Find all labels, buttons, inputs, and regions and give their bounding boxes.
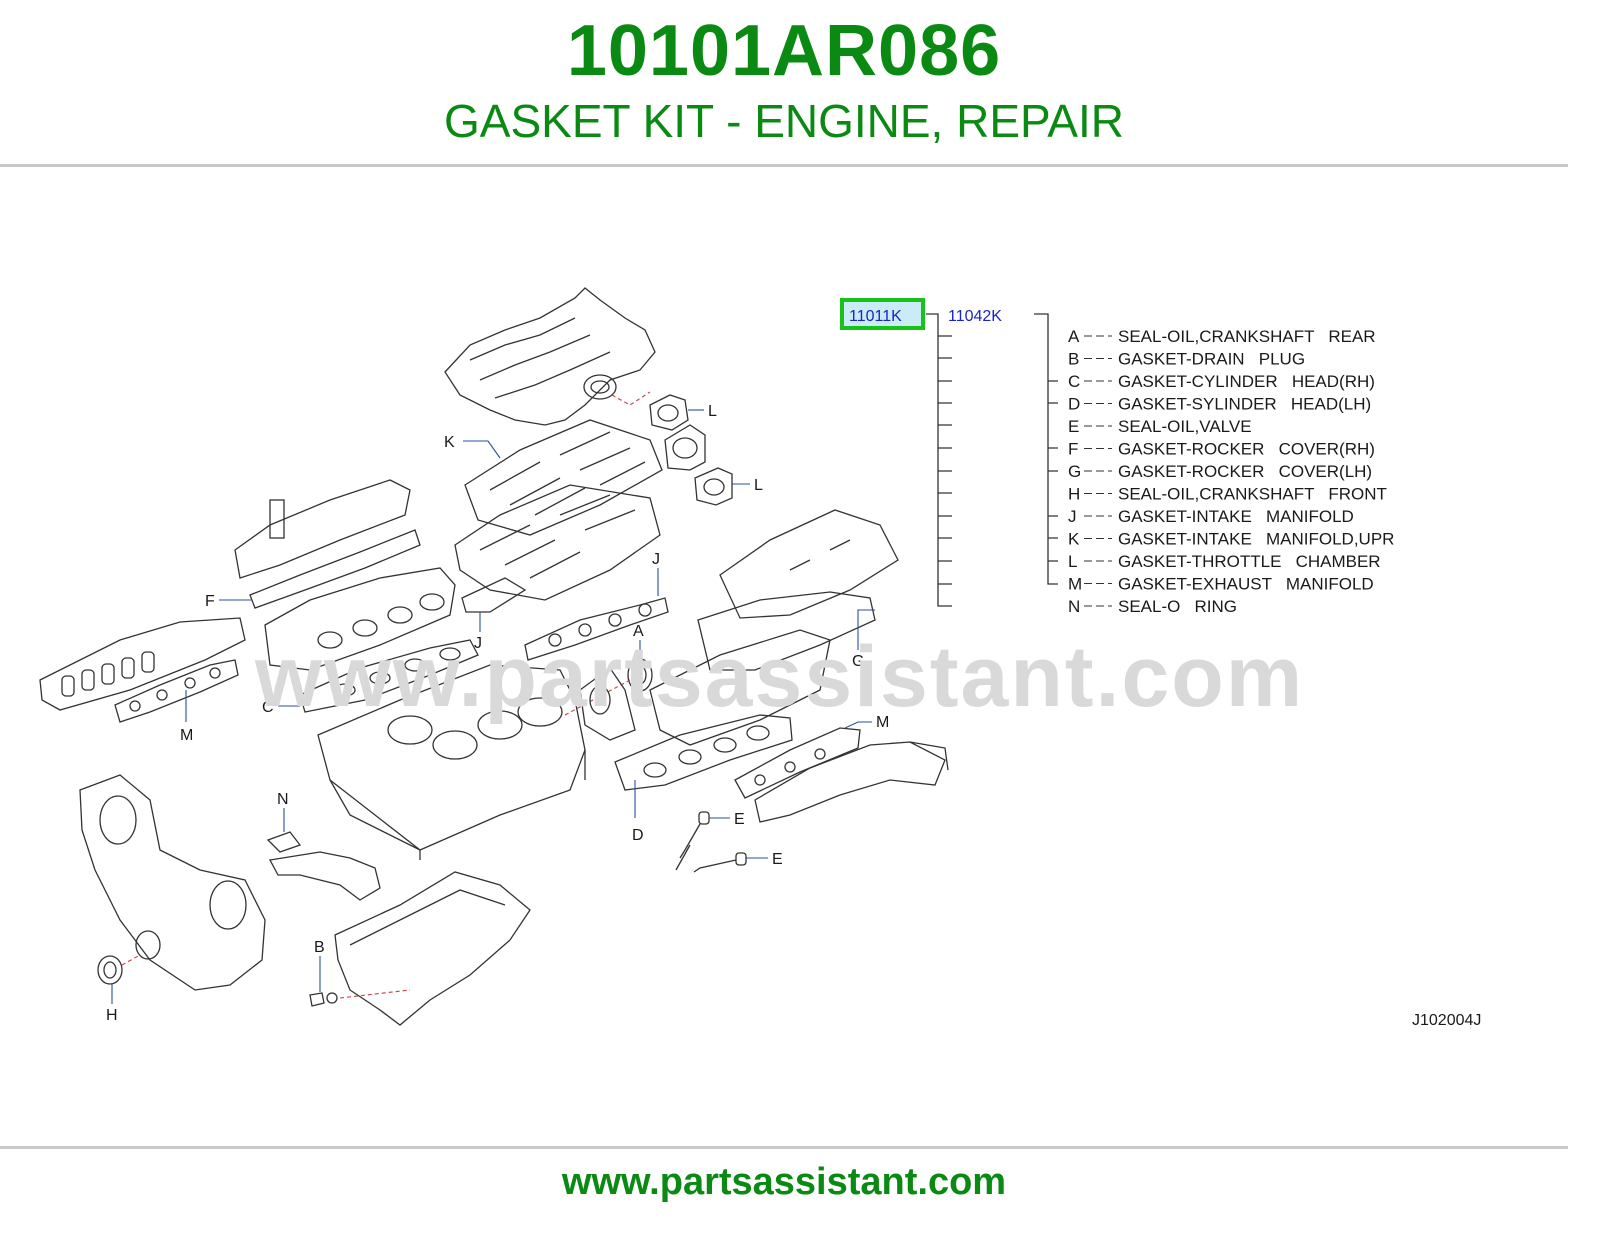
callout-m-right: M [876, 714, 889, 731]
front-crankshaft-seal [97, 955, 123, 1004]
legend-description: GASKET-DRAIN PLUG [1118, 350, 1305, 369]
legend-letter: M [1068, 575, 1082, 594]
legend-description: SEAL-OIL,CRANKSHAFT FRONT [1118, 485, 1387, 504]
drain-plug [309, 956, 338, 1007]
callout-h: H [106, 1007, 118, 1024]
intake-gasket-j-left [461, 577, 527, 632]
intake-manifold-lower [454, 484, 661, 601]
tree-branches-left [938, 335, 952, 585]
legend-letter: C [1068, 372, 1080, 391]
intake-gasket-j-right [524, 568, 669, 661]
exploded-view-drawing: 11011K 11042K A SEAL-OIL,CRANKSHAFT REAR B… [39, 287, 1481, 1029]
tree-trunk-right [1034, 313, 1058, 585]
front-seal-dash [121, 954, 141, 966]
oil-strainer [268, 851, 381, 901]
legend-description: SEAL-OIL,CRANKSHAFT REAR [1118, 327, 1376, 346]
cylinder-head-gasket-rh [278, 639, 479, 713]
ref-11042k-link[interactable]: 11042K [948, 308, 1002, 325]
valve-seal-upper [675, 811, 730, 871]
valve-seal-lower [693, 852, 768, 873]
throttle-dash [611, 391, 651, 406]
o-ring-gasket [266, 808, 302, 853]
oil-pan [334, 871, 531, 1026]
footer: www.partsassistant.com [0, 1152, 1568, 1240]
exhaust-manifold-rh [39, 617, 246, 711]
legend-tree: 11011K 11042K A SEAL-OIL,CRANKSHAFT REAR B… [840, 298, 1394, 616]
cylinder-head-gasket-lh [614, 714, 793, 818]
legend-letter: A [1068, 327, 1080, 346]
legend-description: SEAL-OIL,VALVE [1118, 417, 1252, 436]
callout-l-lower: L [754, 477, 763, 494]
callout-d: D [632, 827, 644, 844]
footer-divider [0, 1146, 1568, 1149]
throttle-chamber [664, 424, 706, 471]
legend-letter: H [1068, 485, 1080, 504]
ref-11011k-link[interactable]: 11011K [849, 308, 902, 325]
callout-f: F [205, 593, 215, 610]
rear-seal-housing [579, 667, 636, 741]
header-divider [0, 164, 1568, 167]
parts-diagram: 11011K 11042K A SEAL-OIL,CRANKSHAFT REAR B… [0, 168, 1568, 1146]
callout-g: G [852, 653, 864, 670]
legend-letter: L [1068, 552, 1077, 571]
callout-l-upper: L [708, 403, 717, 420]
callout-c: C [262, 699, 274, 716]
front-timing-cover [79, 774, 266, 991]
rear-seal-dash [564, 679, 631, 716]
intake-manifold-upper [444, 287, 656, 426]
throttle-gasket-lower [694, 467, 750, 506]
rocker-cover-lh [719, 509, 899, 619]
callout-a: A [633, 623, 644, 640]
watermark: www.partsassistant.com [255, 629, 1305, 725]
cylinder-head-rh [264, 567, 456, 671]
rear-crankshaft-seal [627, 640, 653, 692]
exhaust-gasket-m-left [114, 659, 239, 723]
intake-manifold-gasket-upper [463, 419, 663, 536]
legend-letter: J [1068, 507, 1077, 526]
drawing-code: J102004J [1412, 1012, 1481, 1029]
callout-k: K [444, 434, 455, 451]
exhaust-manifold-lh [754, 741, 949, 823]
legend-description: GASKET-SYLINDER HEAD(LH) [1118, 395, 1371, 414]
header: 10101AR086 GASKET KIT - ENGINE, REPAIR [0, 0, 1568, 166]
legend-letter: B [1068, 350, 1079, 369]
legend-description: GASKET-INTAKE MANIFOLD,UPR [1118, 530, 1394, 549]
legend-letter: G [1068, 462, 1081, 481]
legend-description: GASKET-EXHAUST MANIFOLD [1118, 575, 1374, 594]
legend-description: GASKET-CYLINDER HEAD(RH) [1118, 372, 1375, 391]
legend-letter: E [1068, 417, 1079, 436]
part-name: GASKET KIT - ENGINE, REPAIR [444, 95, 1124, 147]
ref-11011k-highlight[interactable] [840, 298, 925, 330]
drain-plug-dash [339, 989, 411, 999]
callout-n: N [277, 791, 289, 808]
throttle-gasket-upper [649, 394, 704, 431]
legend-description: GASKET-INTAKE MANIFOLD [1118, 507, 1354, 526]
callout-m-left: M [180, 727, 193, 744]
legend-letter: K [1068, 530, 1080, 549]
legend-description: SEAL-O RING [1118, 597, 1237, 616]
legend-list: A SEAL-OIL,CRANKSHAFT REAR B GASKET-DRAIN P… [1068, 327, 1394, 616]
rocker-cover-gasket-lh [697, 591, 876, 671]
cylinder-head-lh [649, 629, 831, 746]
callout-e-upper: E [734, 811, 745, 828]
tree-branches-right [1048, 380, 1058, 562]
part-number: 10101AR086 [566, 11, 1002, 91]
tree-trunk-left [926, 313, 952, 607]
callout-j-left: J [474, 635, 482, 652]
legend-letter: N [1068, 597, 1080, 616]
callout-b: B [314, 939, 325, 956]
legend-letter: D [1068, 395, 1080, 414]
rocker-cover-rh [219, 479, 421, 609]
footer-site-link[interactable]: www.partsassistant.com [561, 1161, 1007, 1203]
callout-e-lower: E [772, 851, 783, 868]
exhaust-gasket-m-right [734, 721, 872, 799]
legend-description: GASKET-ROCKER COVER(RH) [1118, 440, 1375, 459]
legend-letter: F [1068, 440, 1078, 459]
legend-description: GASKET-ROCKER COVER(LH) [1118, 462, 1372, 481]
legend-description: GASKET-THROTTLE CHAMBER [1118, 552, 1381, 571]
callout-j-right: J [652, 551, 660, 568]
engine-block [317, 664, 586, 860]
